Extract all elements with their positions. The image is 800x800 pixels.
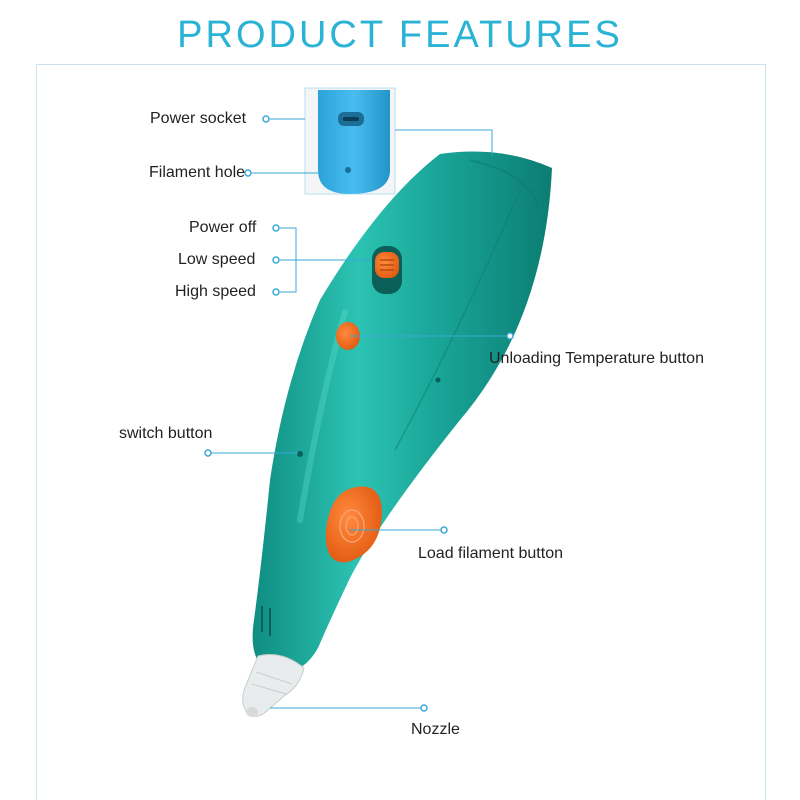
- label-switch-button: switch button: [119, 425, 213, 442]
- callout-dots: [204, 115, 514, 712]
- label-power-socket: Power socket: [150, 110, 247, 127]
- label-power-off: Power off: [189, 219, 257, 236]
- pen: [242, 151, 552, 717]
- usb-port-slot: [343, 117, 359, 121]
- label-nozzle: Nozzle: [411, 721, 460, 738]
- nozzle-tip: [246, 707, 258, 717]
- label-load-filament-button: Load filament button: [418, 545, 563, 562]
- pen-body: [252, 151, 552, 673]
- side-hole: [435, 377, 441, 383]
- content-frame: [36, 64, 766, 800]
- inset-pen-top: [318, 90, 390, 194]
- switch-button-hole: [297, 451, 303, 457]
- inset-closeup: [304, 87, 396, 195]
- label-unloading-temperature-button: Unloading Temperature button: [489, 350, 704, 367]
- nozzle-shape: [242, 654, 305, 717]
- label-high-speed: High speed: [175, 283, 256, 300]
- filament-hole-icon: [345, 167, 351, 173]
- callout-lines: [210, 118, 510, 709]
- label-low-speed: Low speed: [178, 251, 256, 268]
- load-filament-button-shape: [325, 486, 382, 563]
- unloading-temperature-button-shape: [336, 322, 360, 350]
- label-filament-hole: Filament hole: [149, 164, 246, 181]
- page-title: PRODUCT FEATURES: [177, 14, 623, 56]
